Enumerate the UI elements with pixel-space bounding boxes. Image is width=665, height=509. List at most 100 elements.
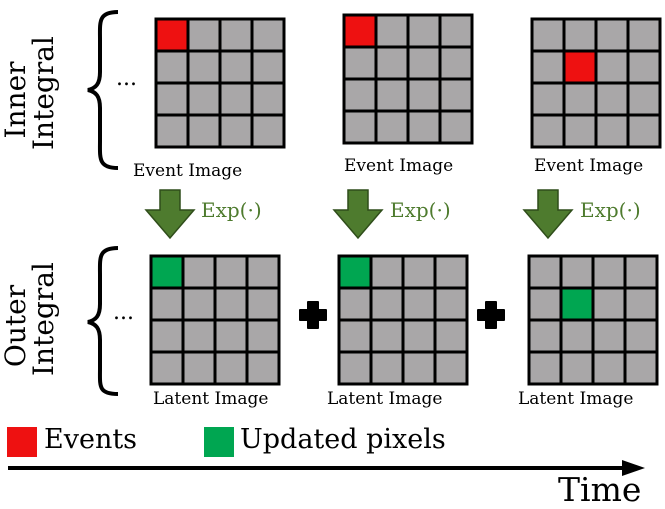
legend-updated-label: Updated pixels: [240, 424, 446, 455]
pixel-cell: [591, 254, 627, 290]
pixel-cell: [530, 81, 566, 117]
latent-image-grid: [337, 254, 469, 386]
pixel-cell: [342, 45, 378, 81]
pixel-cell: [218, 17, 254, 53]
pixel-cell: [186, 17, 222, 53]
pixel-cell: [401, 318, 437, 354]
time-label: Time: [558, 470, 642, 509]
pixel-cell: [626, 49, 662, 85]
pixel-cell: [374, 77, 410, 113]
pixel-cell: [594, 17, 630, 53]
pixel-cell: [527, 254, 563, 290]
pixel-cell: [149, 318, 185, 354]
inner-integral-label: Inner Integral: [0, 36, 62, 150]
pixel-cell: [626, 81, 662, 117]
plus-icon: [477, 301, 505, 329]
inner-brace: [87, 10, 119, 170]
pixel-cell: [250, 49, 286, 85]
pixel-cell: [530, 17, 566, 53]
pixel-cell: [559, 254, 595, 290]
event-image-label: Event Image: [344, 156, 454, 176]
pixel-cell: [250, 81, 286, 117]
pixel-cell: [401, 254, 437, 290]
latent-image-grid: [149, 254, 281, 386]
pixel-cell: [245, 350, 281, 386]
pixel-cell: [218, 113, 254, 149]
pixel-cell: [591, 318, 627, 354]
highlighted-pixel: [337, 254, 373, 290]
legend-updated-swatch: [204, 427, 234, 457]
inner-label-line2: Integral: [27, 36, 60, 150]
pixel-cell: [181, 350, 217, 386]
pixel-cell: [559, 350, 595, 386]
pixel-cell: [433, 350, 469, 386]
pixel-cell: [245, 318, 281, 354]
pixel-cell: [530, 113, 566, 149]
down-arrow-icon: [522, 189, 574, 240]
pixel-cell: [591, 350, 627, 386]
exp-label: Exp(·): [201, 198, 262, 222]
pixel-cell: [342, 109, 378, 145]
pixel-cell: [559, 318, 595, 354]
pixel-cell: [594, 113, 630, 149]
legend-events-label: Events: [44, 424, 138, 455]
exp-label: Exp(·): [580, 198, 641, 222]
pixel-cell: [250, 113, 286, 149]
pixel-cell: [186, 113, 222, 149]
pixel-cell: [623, 350, 659, 386]
pixel-cell: [594, 49, 630, 85]
down-arrow-icon: [144, 189, 196, 240]
pixel-cell: [623, 254, 659, 290]
highlighted-pixel: [154, 17, 190, 53]
pixel-cell: [154, 113, 190, 149]
highlighted-pixel: [559, 286, 595, 322]
pixel-cell: [406, 45, 442, 81]
latent-image-label: Latent Image: [153, 389, 269, 409]
pixel-cell: [626, 113, 662, 149]
pixel-cell: [337, 350, 373, 386]
ellipsis-inner: ...: [116, 66, 137, 91]
pixel-cell: [530, 49, 566, 85]
pixel-cell: [594, 81, 630, 117]
pixel-cell: [186, 49, 222, 85]
pixel-cell: [406, 13, 442, 49]
pixel-cell: [245, 254, 281, 290]
outer-integral-label: Outer Integral: [0, 262, 62, 376]
pixel-cell: [213, 318, 249, 354]
pixel-cell: [369, 350, 405, 386]
event-image-label: Event Image: [133, 161, 243, 181]
pixel-cell: [245, 286, 281, 322]
event-image-grid: [342, 13, 474, 145]
pixel-cell: [527, 318, 563, 354]
pixel-cell: [438, 45, 474, 81]
pixel-cell: [562, 17, 598, 53]
pixel-cell: [626, 17, 662, 53]
pixel-cell: [218, 49, 254, 85]
pixel-cell: [154, 81, 190, 117]
pixel-cell: [591, 286, 627, 322]
time-arrow-head: [622, 460, 645, 476]
pixel-cell: [342, 77, 378, 113]
pixel-cell: [562, 81, 598, 117]
pixel-cell: [527, 286, 563, 322]
pixel-cell: [438, 109, 474, 145]
pixel-cell: [369, 286, 405, 322]
pixel-cell: [406, 77, 442, 113]
pixel-cell: [369, 254, 405, 290]
pixel-cell: [213, 254, 249, 290]
pixel-cell: [623, 318, 659, 354]
exp-label: Exp(·): [390, 198, 451, 222]
latent-image-label: Latent Image: [327, 389, 443, 409]
outer-label-line2: Integral: [27, 262, 60, 376]
pixel-cell: [337, 286, 373, 322]
pixel-cell: [181, 286, 217, 322]
pixel-cell: [149, 350, 185, 386]
pixel-cell: [401, 350, 437, 386]
highlighted-pixel: [562, 49, 598, 85]
event-image-grid: [154, 17, 286, 149]
outer-brace: [87, 246, 119, 396]
pixel-cell: [438, 13, 474, 49]
highlighted-pixel: [149, 254, 185, 290]
outer-label-line1: Outer: [0, 284, 32, 368]
